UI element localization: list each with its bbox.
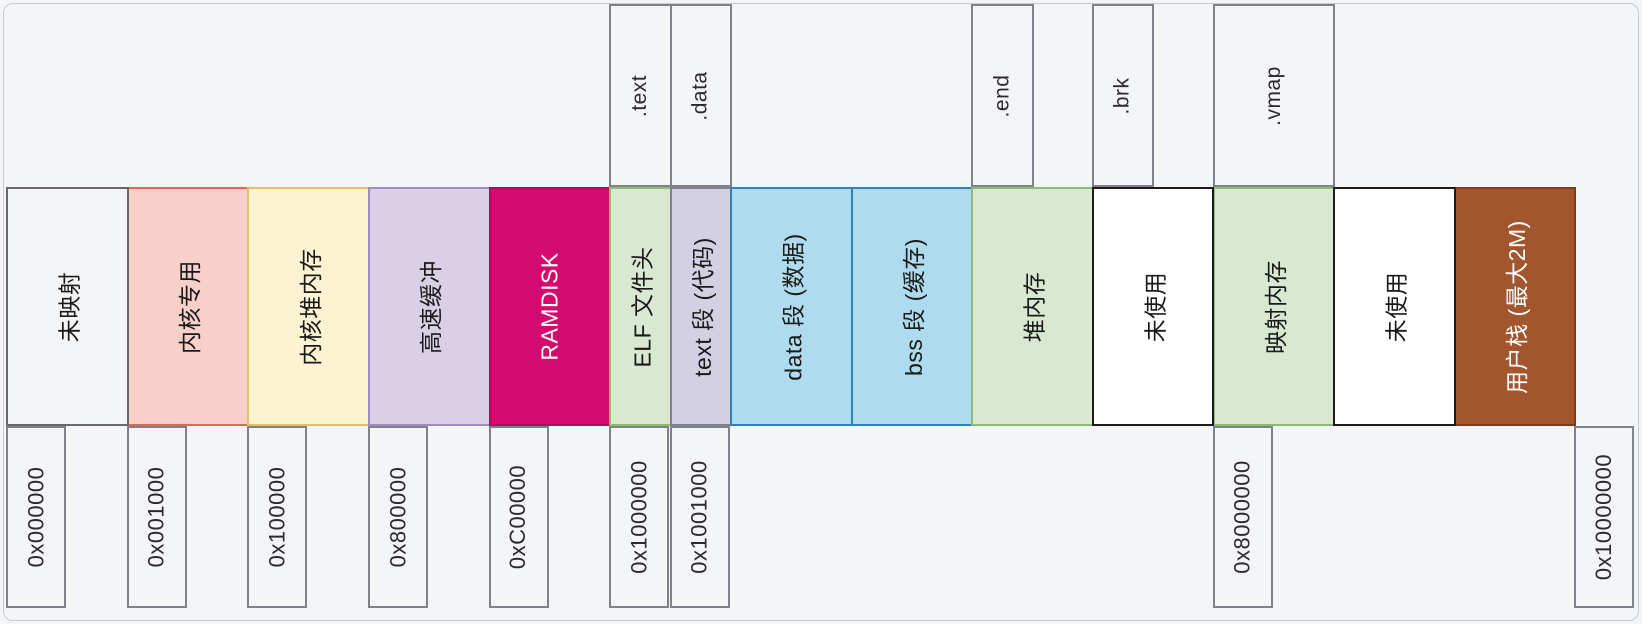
address-box: 0x8000000	[1212, 426, 1273, 608]
address-box: 0xC00000	[488, 426, 549, 608]
address-box: 0x100000	[247, 426, 308, 608]
address-label: 0x001000	[143, 466, 169, 568]
address-label: 0x1001000	[686, 460, 712, 574]
memory-segment-label: 映射内存	[1262, 259, 1289, 354]
section-marker-label: .data	[688, 70, 712, 121]
memory-segment: 高速缓冲	[367, 187, 491, 426]
memory-segment: 映射内存	[1212, 187, 1336, 426]
memory-segment-label: 堆内存	[1021, 271, 1048, 342]
memory-segment-label: 未使用	[1142, 271, 1169, 342]
section-marker-box: .brk	[1091, 4, 1155, 187]
memory-segment: 未使用	[1333, 187, 1456, 426]
memory-segment-label: ELF 文件头	[629, 245, 656, 368]
address-label: 0x800000	[384, 466, 410, 568]
memory-segment-label: 用户栈 (最大2M)	[1504, 219, 1531, 394]
section-marker-label: .text	[628, 74, 652, 117]
section-marker-label: .vmap	[1261, 65, 1285, 126]
memory-segment-label: 未映射	[56, 271, 83, 342]
address-box: 0x800000	[367, 426, 428, 608]
memory-segment-label: 未使用	[1383, 271, 1410, 342]
address-label: 0x100000	[264, 466, 290, 568]
memory-segment: bss 段 (缓存)	[850, 187, 974, 426]
memory-segment-label: RAMDISK	[536, 252, 563, 361]
memory-segment-label: text 段 (代码)	[689, 236, 716, 377]
address-box: 0x001000	[126, 426, 187, 608]
memory-segment: text 段 (代码)	[669, 187, 732, 426]
memory-segment: RAMDISK	[488, 187, 612, 426]
section-marker-box: .vmap	[1212, 4, 1336, 187]
memory-segment: 未映射	[6, 187, 129, 426]
address-label: 0x000000	[23, 466, 48, 568]
memory-segment-label: data 段 (数据)	[780, 232, 807, 381]
section-marker-box: .end	[971, 4, 1034, 187]
address-box: 0x10000000	[1574, 426, 1635, 608]
section-marker-label: .end	[990, 74, 1014, 117]
memory-segment: 内核专用	[126, 187, 250, 426]
memory-segment: ELF 文件头	[609, 187, 672, 426]
address-label: 0x8000000	[1229, 460, 1255, 574]
address-label: 0x1000000	[626, 460, 652, 574]
memory-segment: 内核堆内存	[247, 187, 370, 426]
memory-segment-label: bss 段 (缓存)	[900, 237, 927, 376]
address-box: 0x1001000	[669, 426, 730, 608]
memory-segment-label: 内核专用	[176, 259, 203, 354]
address-box: 0x1000000	[609, 426, 670, 608]
memory-segment-label: 内核堆内存	[297, 247, 324, 366]
memory-segment: 用户栈 (最大2M)	[1453, 187, 1577, 426]
address-label: 0x10000000	[1591, 453, 1617, 581]
section-marker-box: .text	[609, 4, 672, 187]
memory-segment-label: 高速缓冲	[418, 259, 445, 354]
memory-segment: data 段 (数据)	[729, 187, 853, 426]
memory-segment: 堆内存	[971, 187, 1094, 426]
section-marker-label: .brk	[1110, 76, 1134, 115]
address-label: 0xC00000	[505, 464, 531, 570]
section-marker-box: .data	[669, 4, 732, 187]
address-box: 0x000000	[6, 426, 66, 608]
memory-segment: 未使用	[1091, 187, 1215, 426]
